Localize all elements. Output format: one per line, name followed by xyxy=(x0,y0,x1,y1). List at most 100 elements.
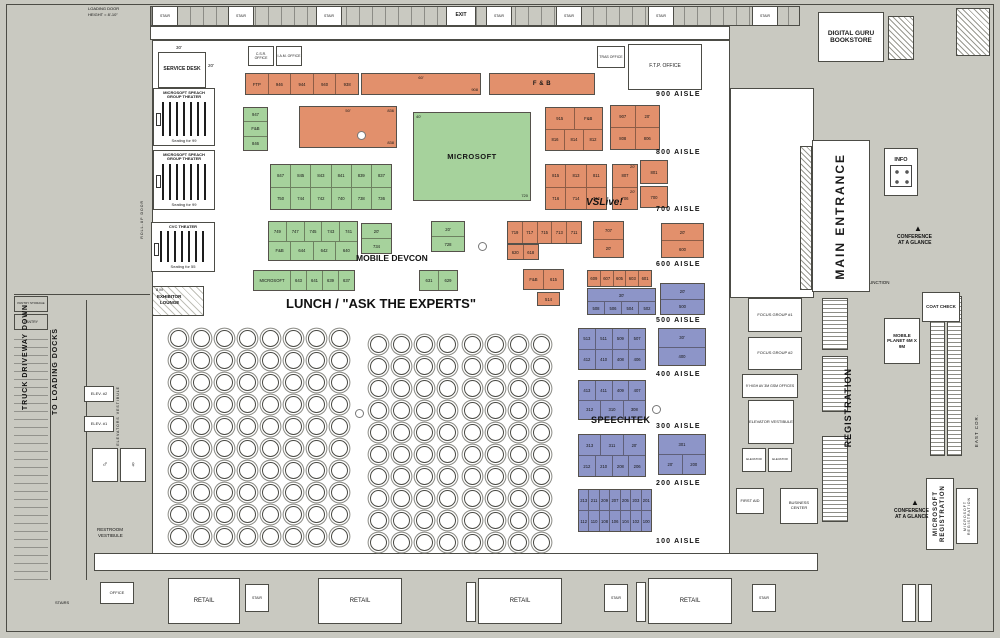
retail-4: RETAIL xyxy=(648,578,732,624)
booth-number: 20' xyxy=(605,246,612,251)
round-table xyxy=(416,402,433,419)
booth-number: 413 xyxy=(583,387,591,393)
booth-number: F&B xyxy=(529,277,538,282)
booth-number: 600 xyxy=(679,246,686,252)
round-table xyxy=(487,402,504,419)
round-table xyxy=(331,352,348,369)
dim-label: 30' xyxy=(176,45,182,50)
booth-number: 506 xyxy=(604,302,621,314)
booth-row: 734 xyxy=(362,238,391,253)
round-table xyxy=(510,358,527,375)
wall-line xyxy=(14,294,150,295)
booth-number: 845 xyxy=(290,165,310,187)
booth-number: 642 xyxy=(312,241,335,260)
theater-lectern xyxy=(156,112,161,126)
restroom-men: ♂ xyxy=(92,448,118,482)
round-table xyxy=(216,330,233,347)
round-table xyxy=(393,358,410,375)
booth-number: 843 xyxy=(310,165,330,187)
aisle-label: 400 AISLE xyxy=(656,371,701,378)
info-label: INFO xyxy=(894,156,908,163)
round-table xyxy=(533,534,550,551)
round-table xyxy=(331,374,348,391)
booth-row: 400 xyxy=(659,346,705,366)
round-table xyxy=(262,352,279,369)
round-table xyxy=(308,506,325,523)
service-desk-label: SERVICE DESK xyxy=(163,66,201,73)
microsoft-registration: MICROSOFT REGISTRATION xyxy=(926,478,954,550)
booth-row: 500 xyxy=(661,298,704,315)
round-table xyxy=(510,534,527,551)
round-table xyxy=(193,506,210,523)
business-center-label: BUSINESS CENTER xyxy=(788,500,810,510)
round-table xyxy=(193,330,210,347)
focus-group-1: FOCUS GROUP #1 xyxy=(748,298,802,332)
aisle-label: 900 AISLE xyxy=(656,91,701,98)
booth-number: 213 xyxy=(580,497,588,503)
booth-number: 938 xyxy=(335,74,358,94)
round-table xyxy=(464,446,481,463)
round-table xyxy=(416,336,433,353)
booth-number: 313 xyxy=(586,442,594,448)
round-table xyxy=(285,462,302,479)
booth-number: 502 xyxy=(638,302,655,314)
booth-row: 20' xyxy=(362,224,391,238)
booth-row: 30' xyxy=(659,329,705,347)
office-bottom: OFFICE xyxy=(100,582,134,604)
mobile-planet-label: MOBILE PLANET 6M X 9M xyxy=(887,333,917,349)
round-table xyxy=(393,446,410,463)
booth-number: 740 xyxy=(330,187,351,209)
booth-row: 600 xyxy=(662,240,703,257)
booth-number: F&B xyxy=(275,248,284,254)
round-table xyxy=(193,484,210,501)
retail-1: RETAIL xyxy=(168,578,240,624)
exhibitor-lounge-label: LOUNGE xyxy=(160,300,180,305)
round-table xyxy=(308,528,325,545)
booth-number: 907 xyxy=(619,114,627,119)
round-table xyxy=(487,380,504,397)
elevator-2-label: ELEVATOR xyxy=(772,457,788,462)
round-table xyxy=(262,462,279,479)
booth-number: 509 xyxy=(611,329,629,349)
round-table xyxy=(533,446,550,463)
hstripe-block xyxy=(822,356,848,412)
wall-line xyxy=(50,330,51,580)
booth: 20'500 xyxy=(660,283,705,315)
booth: 20'728 xyxy=(431,221,465,252)
round-table xyxy=(216,418,233,435)
round-table xyxy=(308,418,325,435)
booth-dim: 908 xyxy=(471,87,478,92)
pantry-storage: PANTRY STORAGE xyxy=(14,296,48,312)
booth-number: 100 xyxy=(640,511,651,531)
booth-number: 504 xyxy=(621,302,638,314)
round-table xyxy=(439,490,456,507)
round-table xyxy=(170,462,187,479)
stair-top-4-label: STAIR xyxy=(493,13,505,18)
theater-seats xyxy=(162,163,206,200)
round-table xyxy=(533,336,550,353)
booth-number: 719 xyxy=(511,230,519,235)
ftp-office-label: F.T.P. OFFICE xyxy=(649,63,681,70)
booth-label: MICROSOFT xyxy=(447,152,497,161)
stair-bottom-2-label: STAIR xyxy=(610,595,622,600)
aisle-label: 500 AISLE xyxy=(656,317,701,324)
stair-bottom-1-label: STAIR xyxy=(251,595,263,600)
pantry-label: PANTRY xyxy=(24,319,38,324)
column xyxy=(478,242,487,251)
booth-number: 308 xyxy=(622,400,645,419)
stair-top-1: STAIR xyxy=(152,6,178,26)
conference-at-a-glance: CONFERENCE xyxy=(897,234,933,240)
booth-number: 110 xyxy=(588,511,598,531)
restroom-men-label: ♂ xyxy=(102,460,108,470)
aisle-label: 300 AISLE xyxy=(656,423,701,430)
